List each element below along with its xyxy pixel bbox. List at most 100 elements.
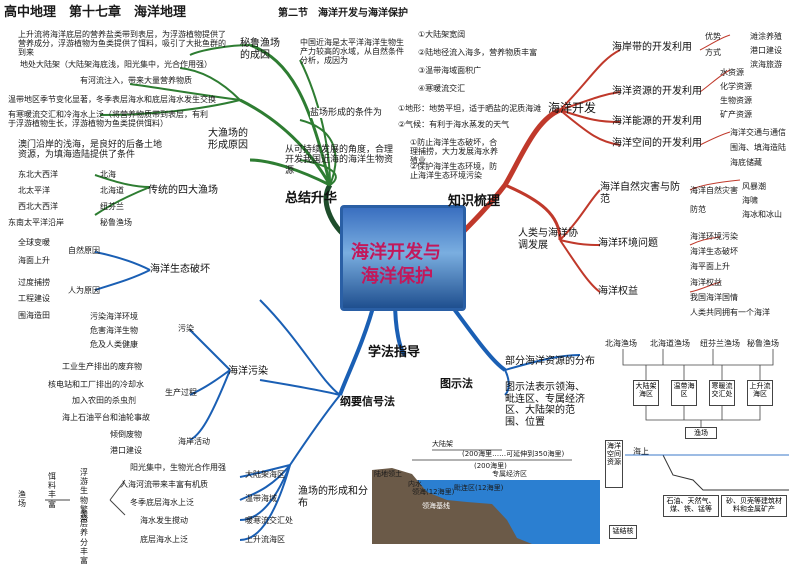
fishery-region-4: 东南太平洋沿岸 — [8, 218, 64, 227]
salt-item-1: ①大陆架宽阔 — [418, 30, 466, 39]
reason-4: 有寒暖流交汇和冷海水上泛（将营养物质带到表层，有利于浮游植物生长，浮游植物为鱼类… — [8, 110, 208, 129]
four-fisheries: 传统的四大渔场 — [148, 185, 218, 196]
shelf-area: 大陆架海区 — [245, 470, 285, 479]
sustain-question: 从可持续发展的角度，合理开发我国近海的海洋生物资源 — [285, 145, 394, 176]
human-cause: 人为原因 — [68, 286, 100, 295]
coast-act-2: 港口建设 — [110, 446, 142, 455]
chain-food: 饵料丰富 — [48, 472, 56, 509]
profile-label-4: 毗连区(12海里) — [454, 484, 504, 492]
chain-fishery: 渔场 — [18, 490, 26, 509]
disaster-2: 海啸 — [742, 196, 758, 205]
chain-nutrients: 表层养分丰富 — [80, 510, 88, 565]
salt-cond-item-1: ①地形：地势平坦，适于晒盐的泥质海滩 — [398, 104, 542, 113]
ocean-development: 海洋开发 — [548, 101, 597, 115]
harmony: 人类与海洋协调发展 — [518, 228, 578, 251]
fishery-distribution: 渔场的形成和分布 — [298, 486, 368, 509]
fishery-name-1: 北海 — [100, 170, 116, 179]
resource-diagram-lines — [622, 349, 789, 491]
disaster-3: 海冰和冰山 — [742, 210, 782, 219]
reason-2: 有河流注入，带来大量营养物质 — [80, 76, 192, 85]
coast-method: 方式 — [705, 48, 721, 57]
rights-1: 海洋权益 — [690, 278, 722, 287]
upwelling-item: 底层海水上泛 — [140, 535, 188, 544]
pol-3: 危及人类健康 — [90, 340, 138, 349]
warm-cold-item: 海水发生搅动 — [140, 516, 188, 525]
rights-2: 我国海洋国情 — [690, 293, 738, 302]
connector-lines — [45, 34, 741, 541]
fish-label-4: 秘鲁渔场 — [747, 339, 779, 348]
reason-3: 温带地区季节变化显著，冬季表层海水和底层海水发生交换 — [8, 95, 216, 104]
branch-graphics: 图示法 — [440, 377, 473, 390]
eco-damage: 海洋生态破坏 — [150, 264, 210, 275]
sustain-item-2: ②保护海洋生态环境，防止海洋生态环境污染 — [410, 162, 498, 181]
environment: 海洋环境问题 — [598, 238, 658, 249]
shelf-1: 阳光集中，生物光合作用强 — [130, 463, 226, 472]
temperate-item: 冬季底层海水上泛 — [130, 498, 194, 507]
space-3: 海底储藏 — [730, 158, 762, 167]
human-3: 围海造田 — [18, 311, 50, 320]
fishery-desc: 上升流将海洋底层的营养盐类带到表层，为浮游植物提供了营养成分，浮游植物为鱼类提供… — [18, 30, 226, 58]
profile-label-8: (200海里) — [474, 462, 507, 470]
space-resource-box: 海洋空间资源 — [605, 440, 623, 488]
energy: 海洋能源的开发利用 — [612, 116, 702, 127]
production: 生产过程 — [165, 388, 197, 397]
pollution-effects: 污染 — [178, 324, 194, 333]
rights: 海洋权益 — [598, 286, 638, 297]
salt-item-4: ④寒暖流交汇 — [418, 84, 466, 93]
sea-profile-shape — [372, 449, 600, 544]
fishery-name-4: 秘鲁渔场 — [100, 218, 132, 227]
coast-item-1: 滩涂养殖 — [750, 32, 782, 41]
profile-label-6: 大陆架 — [432, 440, 453, 448]
natural-cause: 自然原因 — [68, 246, 100, 255]
coast-activity: 海岸活动 — [178, 437, 210, 446]
natural-1: 全球变暖 — [18, 238, 50, 247]
section-title: 第二节 海洋开发与海洋保护 — [278, 8, 408, 19]
profile-label-2: 内水 — [408, 480, 422, 488]
page-title: 高中地理 第十七章 海洋地理 — [4, 5, 187, 20]
branch-method: 学法指导 — [368, 345, 421, 360]
coast-item-2: 港口建设 — [750, 46, 782, 55]
branch-knowledge: 知识梳理 — [448, 194, 501, 209]
space-2: 围海、填海造陆 — [730, 143, 786, 152]
fishery-name-2: 北海道 — [100, 186, 124, 195]
rights-3: 人类共同拥有一个海洋 — [690, 308, 770, 317]
reason-5: 澳门沿岸的浅海，是良好的后备土地资源，为填海造陆提供了条件 — [18, 140, 163, 161]
fishery-region-3: 西北大西洋 — [18, 202, 58, 211]
center-title-line-2: 海洋保护 — [361, 266, 433, 287]
reason-1: 地处大陆架（大陆架海底浅，阳光集中，光合作用强） — [20, 60, 212, 69]
salt-item-2: ②陆地径流入海多，营养物质丰富 — [418, 48, 538, 57]
pollution: 海洋污染 — [228, 366, 268, 377]
salt-condition-label: 盐场形成的条件为 — [310, 108, 383, 119]
resource-2: 化学资源 — [720, 82, 752, 91]
bottom-box-2: 砂、贝壳等建筑材料和金属矿产 — [721, 495, 787, 517]
fishery-name-3: 纽芬兰 — [100, 202, 124, 211]
disaster-b: 防范 — [690, 205, 706, 214]
disaster-1: 风暴潮 — [742, 182, 766, 191]
graphics-method-desc: 图示法表示领海、毗连区、专属经济区、大陆架的范围、位置 — [505, 382, 585, 428]
fishery-box: 渔场 — [685, 427, 717, 439]
bottom-box-1: 石油、天然气、煤、铁、锰等 — [663, 495, 719, 517]
profile-label-3: 领海(12海里) — [412, 488, 455, 496]
salt-question: 中国近海是太平洋海洋生物生产力较高的水域，从自然条件分析，成因为 — [300, 38, 404, 66]
coast-act-1: 倾倒废物 — [110, 430, 142, 439]
pol-1: 污染海洋环境 — [90, 312, 138, 321]
coast-item-3: 滨海旅游 — [750, 60, 782, 69]
coast-zone: 海岸带的开发利用 — [612, 42, 692, 53]
disaster-a: 海洋自然灾害 — [690, 186, 738, 195]
resource-diagram: 北海渔场 北海道渔场 纽芬兰渔场 秘鲁渔场 大陆架海区 温带海区 寒暖流交汇处 … — [603, 335, 791, 547]
distribution-title: 部分海洋资源的分布 — [505, 356, 595, 367]
process-2: 核电站和工厂排出的冷却水 — [48, 380, 144, 389]
sea-profile-diagram: 陆地领土 内水 领海(12海里) 毗连区(12海里) 专属经济区 大陆架 (20… — [372, 440, 600, 544]
profile-label-7: (200海里……可延伸到350海里) — [462, 450, 565, 458]
warm-cold: 暖寒流交汇处 — [245, 516, 293, 525]
profile-label-9: 领海基线 — [422, 502, 450, 510]
sustain-item-1: ①防止海洋生态破坏，合理捕捞，大力发展海水养殖业 — [410, 138, 498, 166]
process-3: 加入农田的杀虫剂 — [72, 396, 136, 405]
natural-2: 海面上升 — [18, 256, 50, 265]
upwelling: 上升流海区 — [245, 535, 285, 544]
human-1: 过度捕捞 — [18, 278, 50, 287]
mid-box-4: 上升流海区 — [747, 380, 773, 406]
branch-summary: 总结升华 — [285, 191, 338, 206]
profile-label-1: 陆地领土 — [374, 470, 402, 478]
disaster: 海洋自然灾害与防范 — [600, 182, 680, 205]
